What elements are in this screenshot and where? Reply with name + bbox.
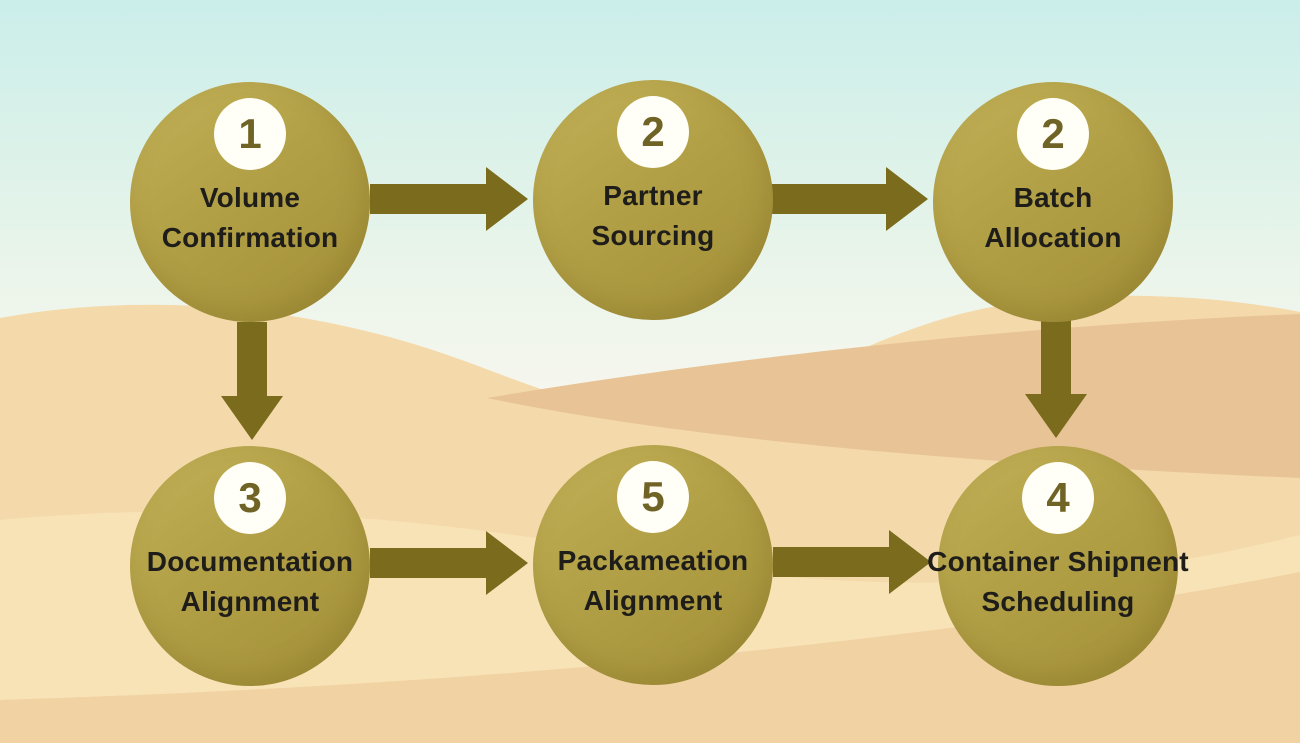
connector-arrow-partner-to-batch (770, 167, 928, 231)
arrow-shaft (773, 547, 889, 577)
step-label-line: Alignment (180, 586, 320, 617)
arrow-shaft (237, 322, 267, 396)
step-label: Container Shipпent Scheduling (927, 542, 1189, 622)
dune-mid-ridge (487, 314, 1300, 478)
step-label-line: Container Shipпent (927, 546, 1189, 577)
step-number-badge: 4 (1022, 462, 1094, 534)
step-number-badge: 3 (214, 462, 286, 534)
step-label-line: Packameation (557, 545, 749, 576)
arrow-shaft (770, 184, 886, 214)
step-label-line: Batch (1013, 182, 1093, 213)
step-circle-documentation-alignment: 3 Documentation Alignment (130, 446, 370, 686)
step-label-line: Sourcing (591, 220, 715, 251)
step-label: Documentation Alignment (147, 542, 353, 622)
step-label-line: Allocation (984, 222, 1122, 253)
dune-foreground (0, 572, 1300, 743)
step-label-line: Confirmation (161, 222, 339, 253)
step-label-line: Alignment (583, 585, 723, 616)
arrow-shaft (1041, 320, 1071, 394)
step-label: Volume Confirmation (162, 178, 339, 258)
arrow-head-right-icon (889, 530, 931, 594)
connector-arrow-packameation-to-container (773, 530, 931, 594)
connector-arrow-documentation-to-packameation (370, 531, 528, 595)
arrow-shaft (370, 548, 486, 578)
step-number-badge: 1 (214, 98, 286, 170)
step-label-line: Documentation (146, 546, 354, 577)
step-circle-packameation-alignment: 5 Packameation Alignment (533, 445, 773, 685)
step-circle-volume-confirmation: 1 Volume Confirmation (130, 82, 370, 322)
arrow-head-down-icon (1025, 394, 1087, 438)
step-number-badge: 2 (1017, 98, 1089, 170)
step-label-line: Scheduling (981, 586, 1135, 617)
step-number-badge: 5 (617, 461, 689, 533)
connector-arrow-batch-to-container (1025, 320, 1087, 438)
step-number-badge: 2 (617, 96, 689, 168)
step-circle-partner-sourcing: 2 Partner Sourcing (533, 80, 773, 320)
arrow-head-right-icon (486, 167, 528, 231)
step-label: Batch Allocation (984, 178, 1121, 258)
step-label: Packameation Alignment (558, 541, 749, 621)
arrow-head-down-icon (221, 396, 283, 440)
step-label-line: Partner (603, 180, 703, 211)
step-circle-container-shipment-scheduling: 4 Container Shipпent Scheduling (927, 446, 1189, 686)
step-circle-batch-allocation: 2 Batch Allocation (933, 82, 1173, 322)
arrow-shaft (370, 184, 486, 214)
step-label: Partner Sourcing (592, 176, 715, 256)
connector-arrow-volume-to-documentation (221, 322, 283, 440)
step-label-line: Volume (199, 182, 301, 213)
arrow-head-right-icon (886, 167, 928, 231)
connector-arrow-volume-to-partner (370, 167, 528, 231)
arrow-head-right-icon (486, 531, 528, 595)
